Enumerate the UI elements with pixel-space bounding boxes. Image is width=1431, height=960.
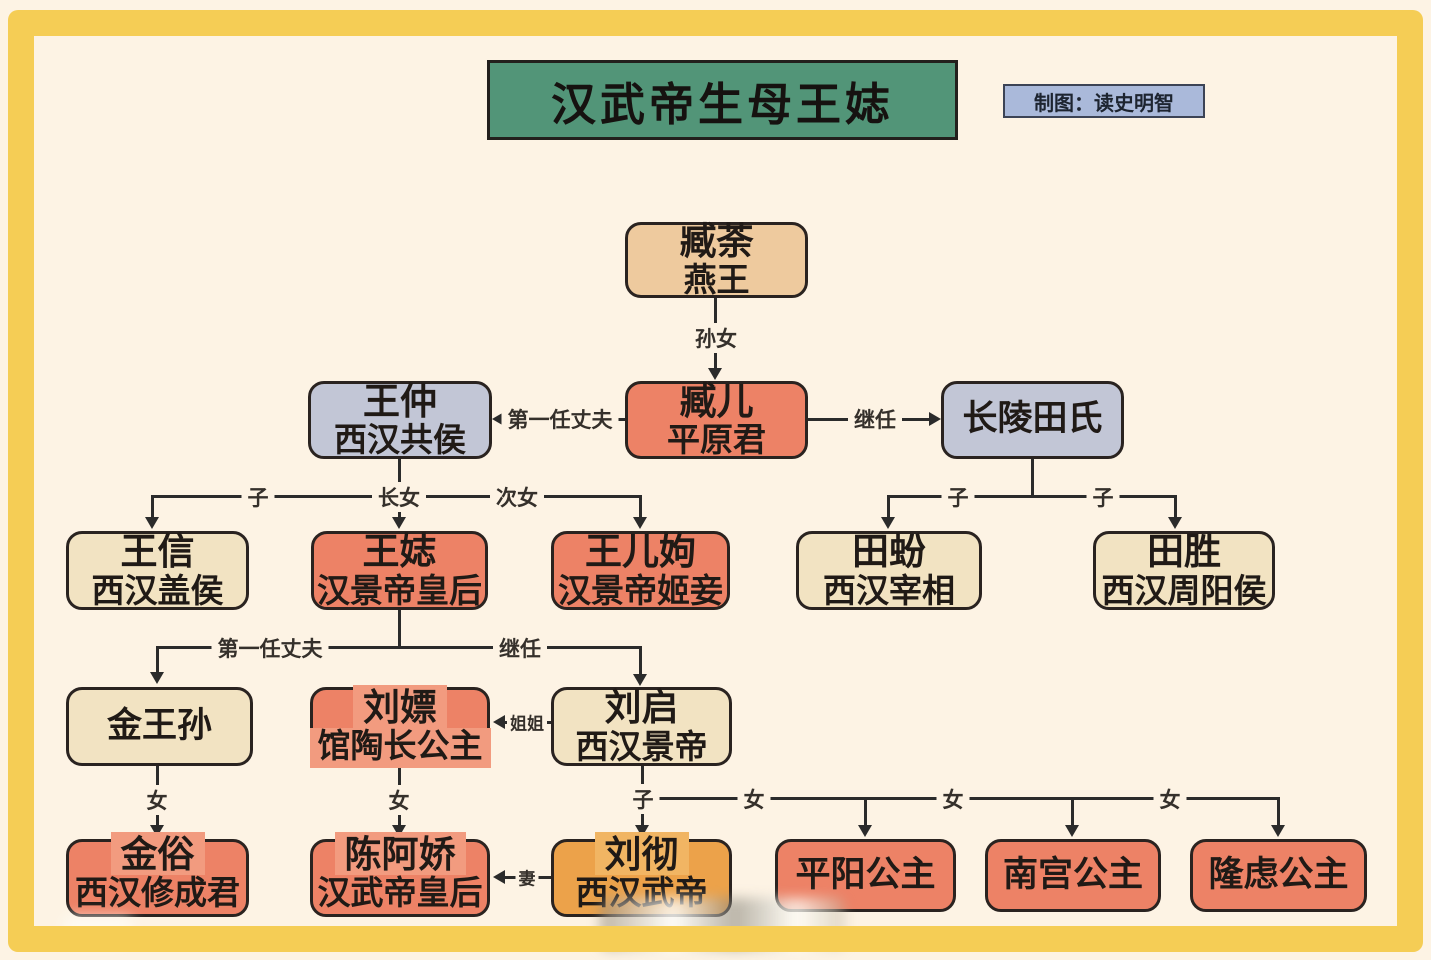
person-name: 刘彻 (594, 831, 689, 876)
edge-label-first-husband-1: 第一任丈夫 (501, 404, 619, 434)
arrowhead-down-icon (633, 674, 647, 686)
arrowhead-down-icon (392, 517, 406, 529)
person-title: 燕王 (683, 260, 750, 300)
drop-nangong (1071, 797, 1074, 827)
edge-label-first-husband-2: 第一任丈夫 (211, 633, 329, 663)
person-title: 平原君 (667, 420, 766, 460)
drop-longlv (1277, 797, 1280, 827)
person-title: 汉武帝皇后 (317, 873, 483, 913)
person-title: 馆陶长公主 (309, 727, 491, 769)
edge-label-successor-2: 继任 (493, 633, 547, 663)
node-pingyang: 平阳公主 (775, 839, 956, 912)
person-title: 西汉共侯 (334, 420, 466, 460)
edge-changling-down (1031, 459, 1034, 497)
edge-label-wife: 妻 (515, 864, 539, 890)
person-name: 刘启 (604, 686, 679, 730)
arrowhead-down-icon (1065, 825, 1079, 837)
person-name: 隆虑公主 (1208, 854, 1349, 895)
node-jinwangsun: 金王孙 (66, 687, 253, 766)
arrowhead-down-icon (1271, 825, 1285, 837)
edge-label-elder-sister: 姐姐 (507, 709, 547, 735)
person-name: 长陵田氏 (962, 399, 1103, 440)
arrowhead-right-icon (929, 412, 941, 426)
person-name: 臧荼 (679, 219, 754, 263)
edge-label-daughter-3: 女 (737, 784, 771, 814)
arrowhead-down-icon (145, 517, 159, 529)
edge-liuqi-down (641, 766, 644, 799)
drop-tianfen (887, 495, 890, 519)
drop-pingyang (864, 797, 867, 827)
edge-label-son-2: 子 (941, 482, 975, 512)
edge-label-son-4: 子 (626, 784, 660, 814)
node-nangong: 南宫公主 (985, 839, 1161, 912)
person-name: 平阳公主 (795, 854, 936, 895)
arrowhead-down-icon (633, 517, 647, 529)
arrowhead-down-icon (150, 672, 164, 684)
node-wangzhi: 王娡 汉景帝皇后 (311, 531, 488, 610)
arrowhead-down-icon (858, 825, 872, 837)
person-title: 西汉景帝 (575, 726, 708, 766)
person-title: 西汉宰相 (823, 570, 955, 610)
blurred-watermark (600, 898, 845, 950)
person-name: 金俗 (110, 831, 205, 876)
node-jinsu: 金俗 西汉修成君 (66, 831, 249, 917)
arrowhead-down-icon (1168, 517, 1182, 529)
node-liuqi: 刘启 西汉景帝 (551, 687, 732, 766)
arrowhead-left-icon (493, 715, 505, 729)
edge-label-daughter-4: 女 (936, 784, 970, 814)
edge-wangzhong-down (398, 459, 401, 497)
arrowhead-left-icon (493, 870, 505, 884)
credit-badge: 制图：读史明智 (1003, 84, 1205, 118)
node-chenajiao: 陈阿娇 汉武帝皇后 (310, 831, 490, 917)
person-name: 南宫公主 (1002, 854, 1143, 895)
node-wangerxu: 王儿姁 汉景帝姬妾 (551, 531, 730, 610)
drop-tiansheng (1174, 495, 1177, 519)
person-title: 汉景帝姬妾 (558, 570, 723, 610)
edge-label-daughter-2: 女 (382, 785, 416, 815)
edge-label-eldest-daughter: 长女 (372, 482, 426, 512)
edge-wangzhi-down (398, 610, 401, 648)
person-title: 西汉修成君 (75, 873, 240, 913)
person-name: 臧儿 (679, 379, 754, 423)
arrowhead-down-icon (881, 517, 895, 529)
edge-label-granddaughter: 孙女 (689, 323, 743, 353)
person-name: 田胜 (1147, 530, 1221, 574)
person-name: 陈阿娇 (334, 831, 466, 876)
blurred-watermark (63, 916, 133, 946)
node-zangtu: 臧荼 燕王 (625, 219, 808, 300)
rail-changling-children (887, 495, 1177, 498)
drop-liuqi (639, 646, 642, 675)
edge-label-son-1: 子 (241, 482, 275, 512)
node-wangzhong: 王仲 西汉共侯 (308, 379, 492, 460)
node-zanger: 臧儿 平原君 (625, 379, 808, 460)
person-title: 西汉周阳侯 (1101, 570, 1267, 610)
person-name: 王娡 (362, 530, 437, 574)
person-title: 西汉盖侯 (91, 570, 224, 610)
arrowhead-left-icon (492, 412, 504, 426)
page-title: 汉武帝生母王娡 (487, 60, 958, 140)
person-name: 金王孙 (106, 705, 212, 746)
person-title: 汉景帝皇后 (317, 570, 482, 610)
person-name: 王仲 (363, 379, 437, 423)
drop-jinwangsun (156, 646, 159, 674)
edge-label-second-daughter: 次女 (490, 482, 544, 512)
node-wangxin: 王信 西汉盖侯 (66, 531, 249, 610)
arrowhead-down-icon (708, 368, 722, 380)
node-changling: 长陵田氏 (941, 381, 1124, 459)
drop-wangerxu (639, 495, 642, 519)
node-tianfen: 田蚡 西汉宰相 (796, 531, 982, 610)
node-longlv: 隆虑公主 (1190, 839, 1367, 912)
person-name: 王儿姁 (585, 530, 696, 574)
edge-label-successor-1: 继任 (848, 404, 902, 434)
person-name: 刘嫖 (353, 684, 447, 729)
node-tiansheng: 田胜 西汉周阳侯 (1093, 531, 1275, 610)
person-name: 田蚡 (852, 530, 926, 574)
edge-label-daughter-1: 女 (140, 785, 174, 815)
edge-label-daughter-5: 女 (1153, 784, 1187, 814)
person-name: 王信 (120, 530, 195, 574)
drop-wangxin (151, 495, 154, 519)
node-liupiao: 刘嫖 馆陶长公主 (309, 684, 491, 769)
edge-label-son-3: 子 (1086, 482, 1120, 512)
rail-wangzhi-husbands (156, 646, 642, 649)
